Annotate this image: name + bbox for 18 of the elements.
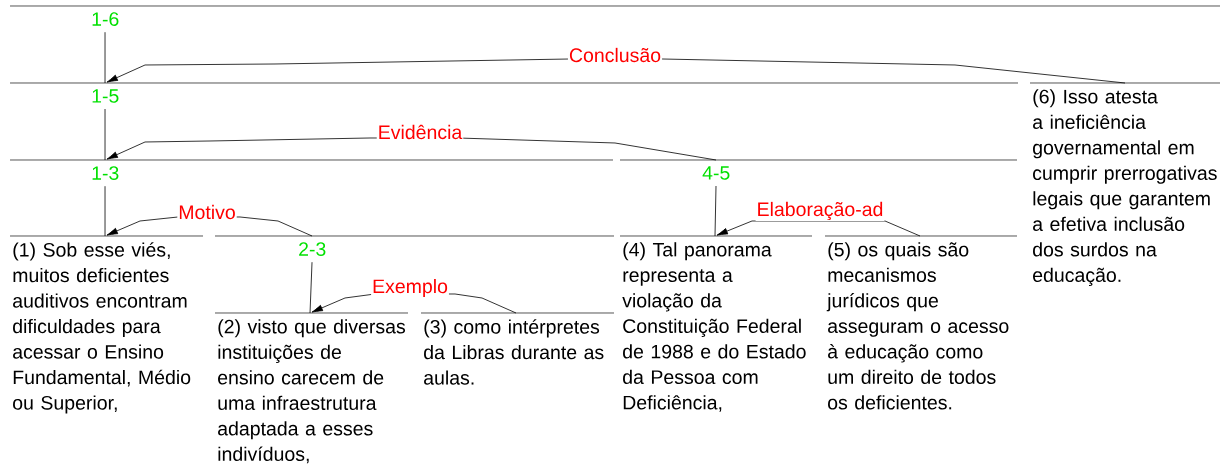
span-segment: 1-3	[9, 159, 614, 180]
text-segment: (6) Isso atesta a ineficiência governamental em cumprir prerrogativas legais que garantem a efetiva inclusão dos surdos na educação.	[1029, 82, 1221, 286]
edge-label: Evidência	[376, 123, 464, 141]
span-segment: 4-5	[619, 159, 1018, 180]
arrow	[106, 58, 1126, 84]
edge-label: Exemplo	[371, 277, 449, 299]
text-segment: (1) Sob esse viés, muitos deficientes auditivos encontram dificuldades para acessar o Ensino Fundamental, Médio ou Superior,	[9, 235, 204, 414]
text-segment: (3) como intérpretes da Libras durante as aulas.	[420, 312, 615, 385]
text-segment: (5) os quais são mecanismos jurídicos que asseguram o acesso à educação como um direito de todos os deficientes.	[824, 235, 1018, 410]
span-segment: 1-5	[9, 82, 1019, 103]
arrow	[716, 220, 921, 237]
edge-label: Motivo	[177, 203, 237, 221]
text-segment: (2) visto que diversas instituições de ensino carecem de uma infraestrutura adaptada a esses indivíduos,	[214, 312, 409, 464]
edge-label: Conclusão	[567, 46, 663, 64]
span-segment: 1-6	[9, 5, 1221, 26]
span-segment: 2-3	[214, 235, 615, 256]
edge-label: Elaboração-ad	[755, 200, 885, 222]
text-segment: (4) Tal panorama representa a violação da Constituição Federal de 1988 e do Estado da Pessoa com Deficiência,	[619, 235, 813, 412]
